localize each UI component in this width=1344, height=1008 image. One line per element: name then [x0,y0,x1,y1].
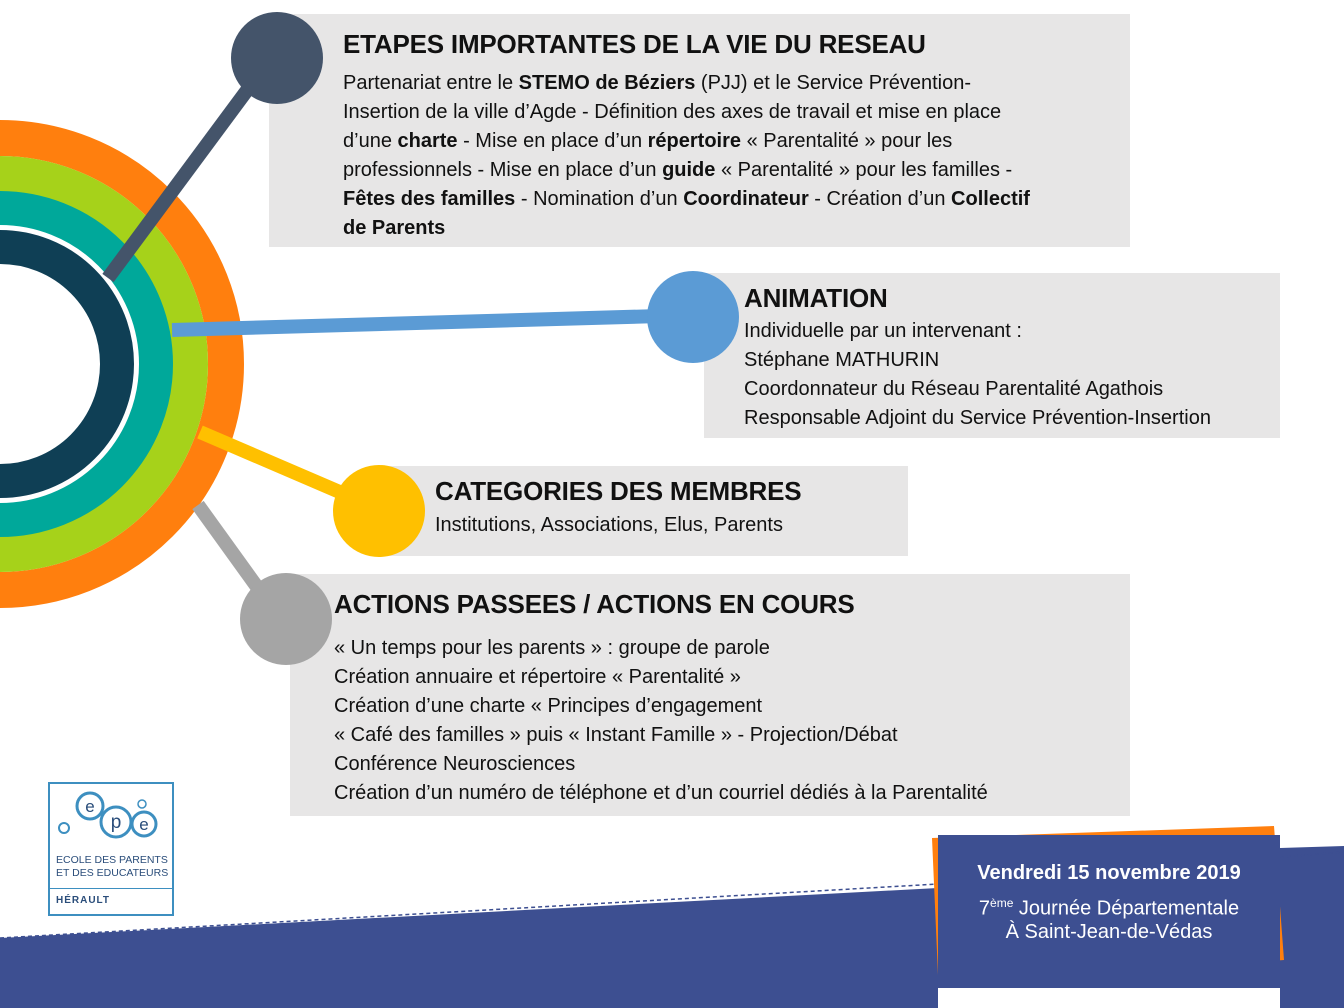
animation-title: ANIMATION [744,283,888,313]
categories-text: Institutions, Associations, Elus, Parent… [435,514,783,536]
svg-text:p: p [111,812,122,833]
ring-lime [0,156,208,572]
bubble-categories [333,465,425,557]
panel-actions [290,574,1130,816]
logo-divider [50,888,172,889]
dashed-line-right [1279,851,1344,858]
ring-orange [0,120,244,608]
event-place: À Saint-Jean-de-Védas [1005,921,1213,943]
actions-title: ACTIONS PASSEES / ACTIONS EN COURS [334,589,855,619]
connector-etapes [102,65,268,283]
panel-categories [380,466,908,556]
categories-title: CATEGORIES DES MEMBRES [435,476,802,506]
epe-bubbles-icon: e p e [58,791,158,839]
ring-navy [0,230,134,498]
bubble-actions [240,573,332,665]
logo-dept: HÉRAULT [56,895,111,906]
svg-text:e: e [85,797,94,816]
event-date: Vendredi 15 novembre 2019 [977,862,1241,884]
ring-teal [0,191,173,537]
event-name: 7ème Journée Départementale [978,896,1240,920]
bubble-etapes [231,12,323,104]
epe-logo: e p e ECOLE DES PARENTS ET DES EDUCATEUR… [48,782,174,916]
bubble-animation [647,271,739,363]
logo-name: ECOLE DES PARENTS ET DES EDUCATEURS [56,854,169,879]
panel-animation [704,273,1280,438]
animation-text: Individuelle par un intervenant : Stépha… [744,320,1211,429]
svg-text:e: e [139,815,148,834]
etapes-text: Partenariat entre le STEMO de Béziers (P… [343,72,1030,239]
dashed-line-left [0,883,939,939]
footer-band [0,888,938,1008]
panel-etapes [269,14,1130,247]
event-box: Vendredi 15 novembre 2019 7ème Journée D… [938,835,1280,988]
etapes-title: ETAPES IMPORTANTES DE LA VIE DU RESEAU [343,29,926,59]
footer-band-right [1280,846,1344,1008]
connector-animation [171,309,661,337]
actions-text: « Un temps pour les parents » : groupe d… [334,637,988,804]
